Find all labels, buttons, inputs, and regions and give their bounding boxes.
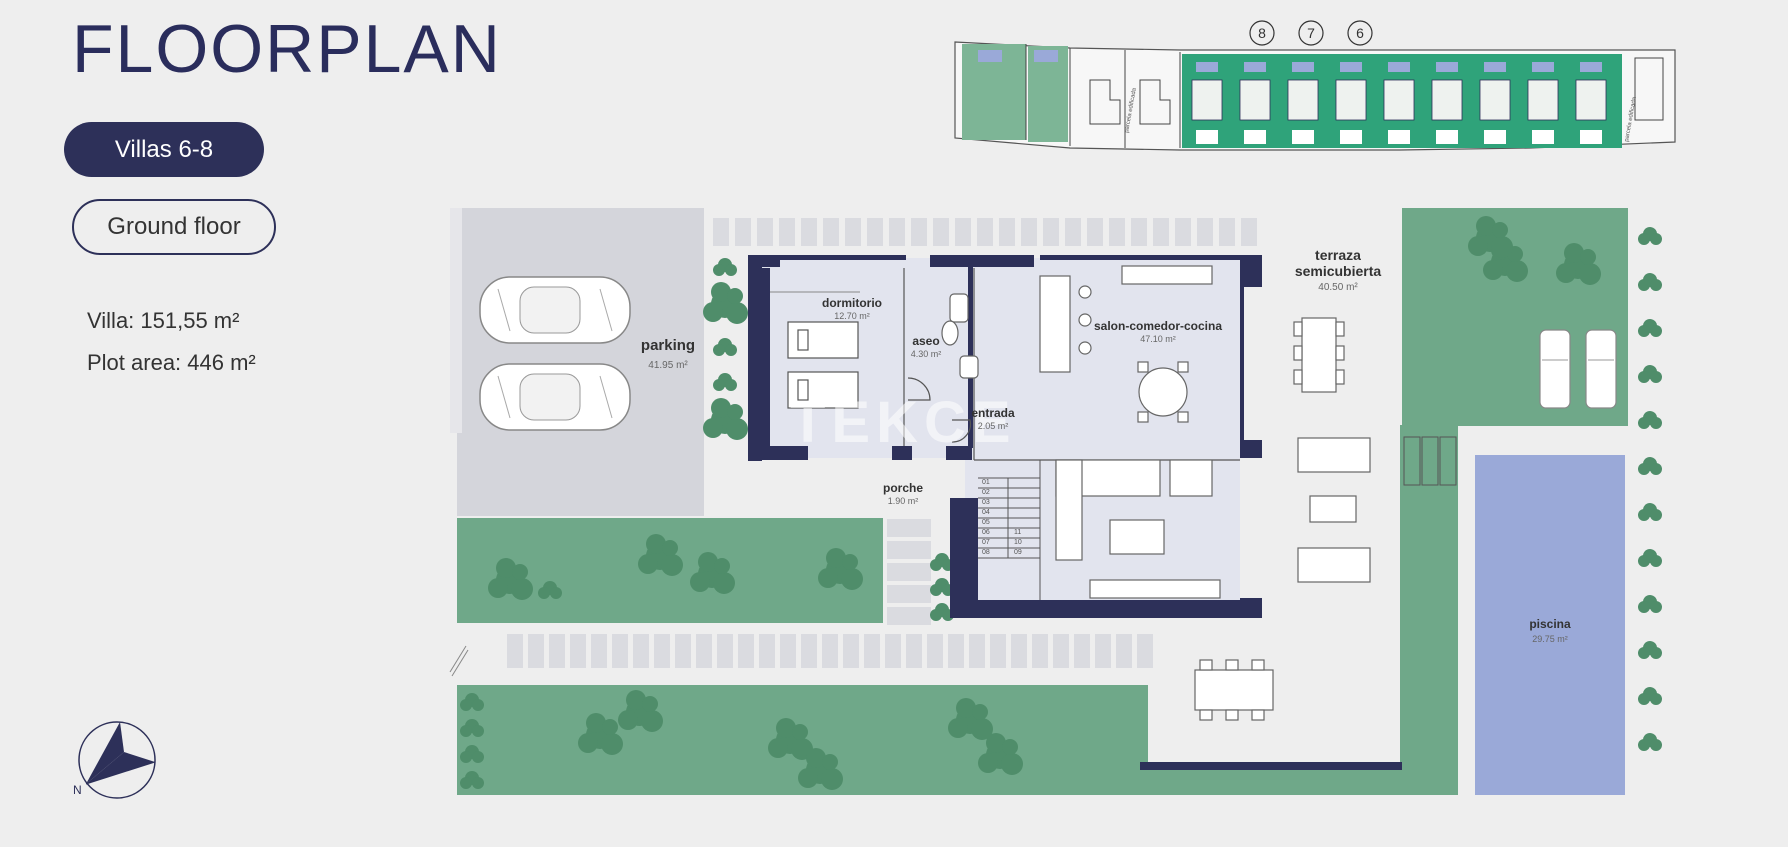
piscina-label: piscina [1529,617,1571,631]
parking-area [457,208,704,516]
parking-label: parking [641,337,695,354]
stair-step-11: 11 [1014,529,1021,536]
entrada-label: entrada [971,406,1015,420]
watermark: TEKCE [790,390,1017,455]
floor-badge[interactable]: Ground floor [72,199,276,255]
site-number-8: 8 [1258,25,1266,41]
site-number-7: 7 [1307,25,1315,41]
pool [1475,455,1625,795]
dormitorio-label: dormitorio [822,296,882,310]
compass-icon: N [73,721,156,799]
stair-step-06: 06 [982,529,990,536]
salon-area-label: 47.10 m² [1140,334,1176,344]
stair-step-10: 10 [1014,539,1022,546]
stair-step-07: 07 [982,539,990,546]
villas-badge[interactable]: Villas 6-8 [64,122,264,177]
villa-area: Villa: 151,55 m² [87,308,240,333]
plot-area: Plot area: 446 m² [87,350,256,375]
porche-label: porche [883,481,923,495]
site-map: parcela edificada parcela edificada 8 7 … [954,20,1676,151]
right-shrub-row [1638,227,1662,751]
parking-area-label: 41.95 m² [648,360,688,371]
terrace-furniture [1194,317,1371,721]
page-title: FLOORPLAN [72,11,502,87]
stair-step-08: 08 [982,549,990,556]
compass-north-label: N [73,783,82,797]
room-labels: parking 41.95 m² dormitorio 12.70 m² ase… [641,247,1571,644]
paving-bottom [507,634,1153,668]
car-2 [479,363,631,431]
terraza-area-label: 40.50 m² [1318,282,1358,293]
entrada-area-label: 2.05 m² [978,421,1009,431]
stair-step-09: 09 [1014,549,1022,556]
aseo-area-label: 4.30 m² [911,349,942,359]
site-number-6: 6 [1356,25,1364,41]
terraza-label-1: terraza [1315,247,1361,263]
stair-step-04: 04 [982,509,990,516]
stair-step-05: 05 [982,519,990,526]
stair-step-01: 01 [982,479,990,486]
stair-step-03: 03 [982,499,990,506]
aseo-label: aseo [912,334,939,348]
piscina-area-label: 29.75 m² [1532,634,1568,644]
porche-area-label: 1.90 m² [888,496,919,506]
porch-steps [887,519,931,625]
dormitorio-area-label: 12.70 m² [834,311,870,321]
garden-bottom [457,425,1458,795]
stair-step-02: 02 [982,489,990,496]
terraza-label-2: semicubierta [1295,263,1382,279]
car-1 [479,276,631,344]
salon-label: salon-comedor-cocina [1094,319,1222,333]
house: 01 02 03 04 05 06 07 08 09 10 11 [748,255,1262,618]
paving-top [713,218,1257,246]
